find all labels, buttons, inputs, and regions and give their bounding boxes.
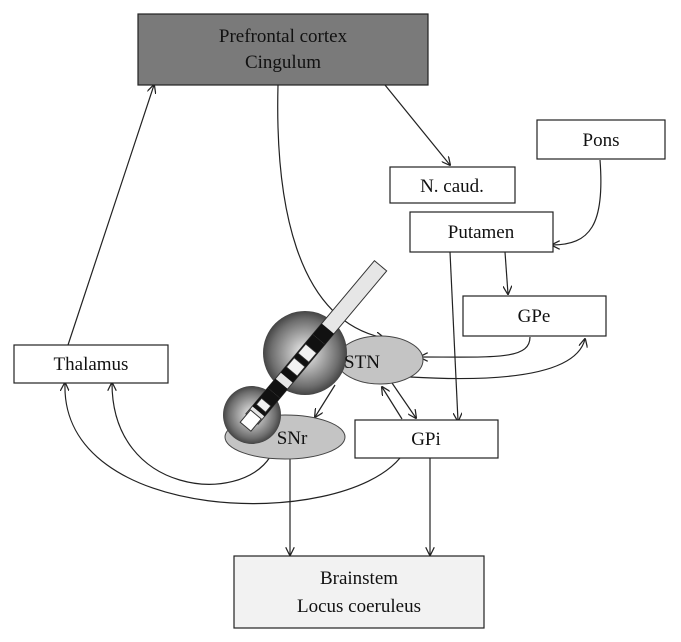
cingulum-label: Cingulum (245, 52, 321, 73)
arrow-putamen-to-gpe (505, 251, 508, 294)
arrow-stn-to-snr (315, 384, 336, 417)
arrow-prefrontal-to-ncaud (384, 84, 450, 165)
arrow-prefrontal-to-stn (277, 84, 384, 338)
putamen-label: Putamen (448, 222, 515, 243)
pons-label: Pons (583, 130, 620, 151)
thalamus-box: Thalamus (13, 344, 169, 384)
brainstem-label: Brainstem (320, 568, 398, 589)
pons-box: Pons (536, 119, 666, 160)
arrow-stn-to-gpe (409, 339, 585, 380)
gpi-label: GPi (411, 429, 441, 450)
gpe-box: GPe (462, 295, 607, 337)
arrow-pons-to-putamen (552, 159, 602, 245)
prefrontal-cortex-box: Prefrontal cortex Cingulum (137, 13, 429, 86)
gpe-label: GPe (518, 306, 551, 327)
locus-coeruleus-label: Locus coeruleus (297, 596, 421, 617)
connections (65, 84, 602, 555)
arrow-gpe-to-stn (420, 336, 531, 357)
prefrontal-cortex-label: Prefrontal cortex (219, 26, 348, 47)
putamen-box: Putamen (409, 211, 554, 253)
stn-label: STN (344, 352, 380, 373)
n-caud-box: N. caud. (389, 166, 516, 204)
arrow-thalamus-to-prefrontal (67, 85, 154, 346)
brainstem-box: Brainstem Locus coeruleus (233, 555, 485, 629)
arrow-putamen-to-gpi (449, 251, 458, 421)
dbs-electrode-icon (223, 259, 388, 444)
arrow-gpi-to-thalamus (65, 383, 401, 505)
gpi-box: GPi (354, 419, 499, 459)
n-caud-label: N. caud. (420, 176, 484, 197)
arrow-snr-to-thalamus (112, 383, 271, 485)
arrow-stn-to-gpi (391, 382, 416, 418)
thalamus-label: Thalamus (54, 354, 129, 375)
snr-label: SNr (277, 428, 308, 449)
arrow-gpi-to-stn (382, 387, 403, 420)
